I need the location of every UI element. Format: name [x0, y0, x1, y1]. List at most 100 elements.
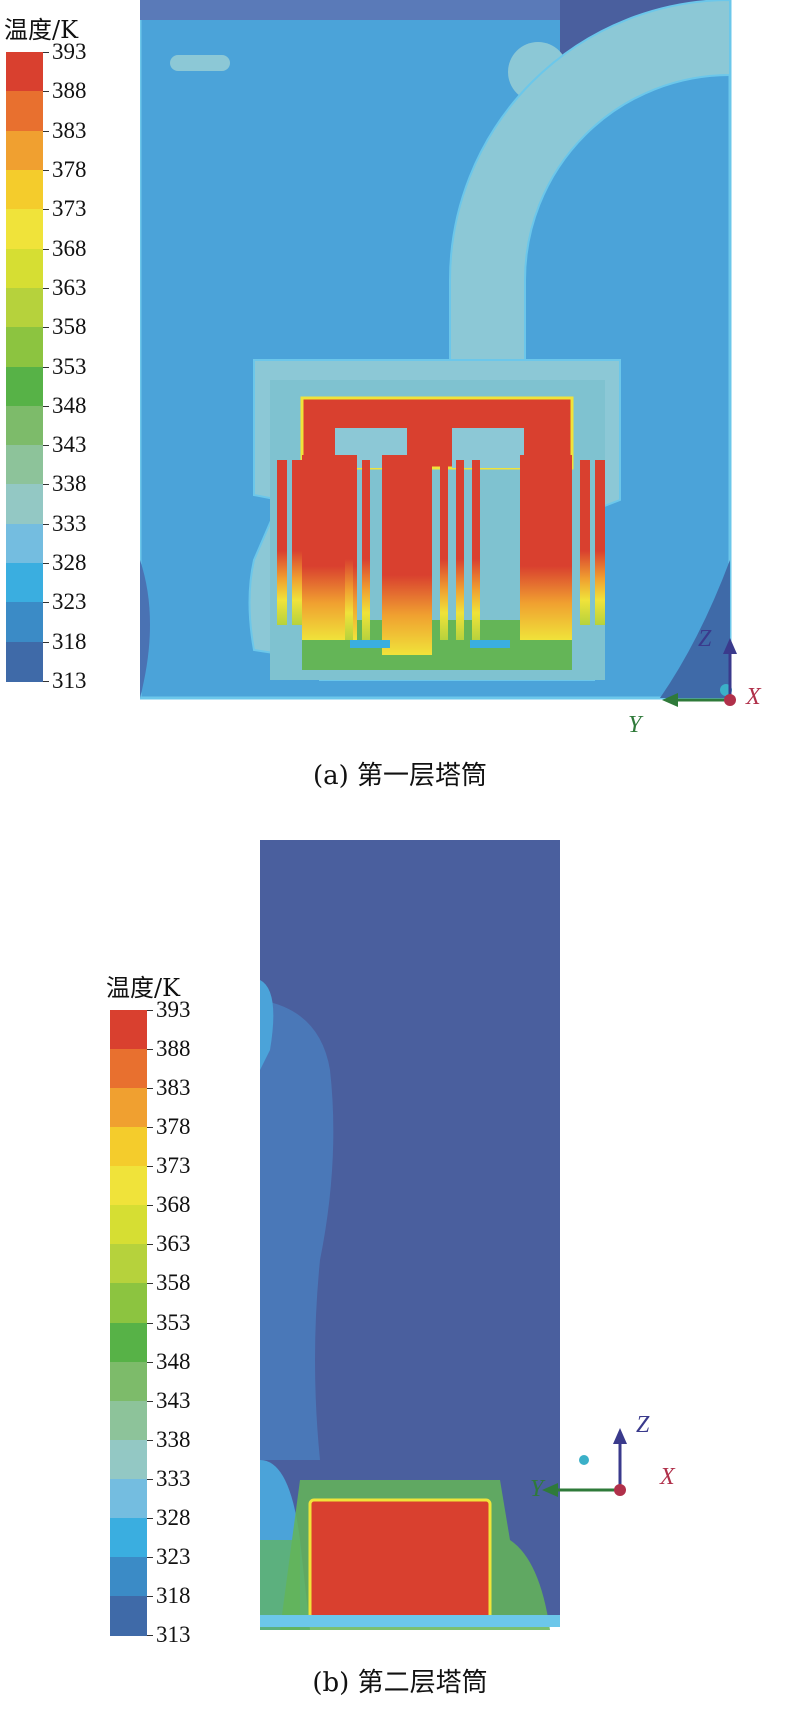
legend-swatch: [6, 445, 43, 486]
legend-tick-label: 388: [156, 1036, 191, 1062]
legend-swatch: [6, 327, 43, 368]
legend-tick-label: 378: [52, 156, 87, 182]
panel-first-layer: 温度/K: [0, 0, 800, 800]
legend-tick: [43, 130, 49, 132]
legend-tick: [43, 52, 49, 53]
axis-triad-a: [662, 638, 737, 707]
legend-tick-label: 348: [52, 392, 87, 418]
legend-swatch: [110, 1517, 147, 1558]
legend-swatch: [110, 1166, 147, 1207]
legend-tick-label: 328: [52, 550, 87, 576]
legend-tick: [43, 445, 49, 447]
legend-tick: [147, 1283, 153, 1285]
legend-tick-label: 318: [156, 1582, 191, 1608]
legend-swatch: [110, 1595, 147, 1636]
legend-swatch: [6, 248, 43, 289]
legend-swatch: [6, 563, 43, 604]
legend-tick: [147, 1361, 153, 1363]
legend-swatch: [6, 523, 43, 564]
legend-title-b: 温度/K: [106, 974, 181, 1002]
legend-title: 温度/K: [4, 16, 79, 44]
caption-a: (a) 第一层塔筒: [312, 761, 488, 791]
legend-swatch: [110, 1205, 147, 1246]
z-axis-label: Z: [698, 626, 712, 652]
legend-tick: [43, 602, 49, 604]
legend-tick-label: 333: [156, 1465, 191, 1491]
legend-tick: [147, 1595, 153, 1597]
legend-tick-label: 358: [156, 1270, 191, 1296]
legend-tick: [43, 681, 49, 682]
legend-swatch: [6, 287, 43, 328]
legend-swatch: [110, 1556, 147, 1597]
legend-tick-label: 378: [156, 1114, 191, 1140]
legend-tick-label: 318: [52, 628, 87, 654]
x-axis-label-b: X: [660, 1464, 675, 1490]
legend-swatch: [110, 1283, 147, 1324]
legend-tick-label: 328: [156, 1504, 191, 1530]
legend-swatch: [110, 1361, 147, 1402]
temperature-field-second-layer: [260, 840, 560, 1630]
legend-swatch: [6, 130, 43, 171]
legend-tick: [147, 1166, 153, 1168]
legend-tick-label: 363: [52, 274, 87, 300]
legend-swatch: [6, 602, 43, 643]
legend-tick-label: 368: [156, 1192, 191, 1218]
legend-tick: [43, 563, 49, 565]
legend-swatch: [110, 1400, 147, 1441]
color-legend: [6, 52, 43, 682]
legend-tick: [147, 1049, 153, 1051]
legend-tick: [43, 327, 49, 329]
legend-tick-label: 323: [52, 589, 87, 615]
legend-tick: [147, 1517, 153, 1519]
legend-tick-label: 338: [52, 471, 87, 497]
legend-swatch: [6, 169, 43, 210]
legend-tick: [43, 248, 49, 250]
legend-tick: [147, 1400, 153, 1402]
legend-tick-label: 343: [156, 1387, 191, 1413]
legend-tick-label: 383: [156, 1075, 191, 1101]
legend-tick: [43, 91, 49, 93]
legend-swatch: [110, 1322, 147, 1363]
legend-swatch: [110, 1478, 147, 1519]
legend-tick: [43, 641, 49, 643]
legend-tick: [147, 1244, 153, 1246]
legend-swatch: [110, 1127, 147, 1168]
legend-tick: [147, 1127, 153, 1129]
legend-tick-label: 353: [156, 1309, 191, 1335]
legend-swatch: [110, 1010, 147, 1050]
legend-tick: [147, 1635, 153, 1636]
legend-tick-label: 313: [156, 1622, 191, 1647]
legend-tick: [147, 1322, 153, 1324]
legend-tick: [43, 523, 49, 525]
y-axis-label: Y: [628, 712, 642, 738]
legend-swatch: [6, 484, 43, 525]
legend-tick: [43, 169, 49, 171]
legend-tick-label: 343: [52, 432, 87, 458]
legend-tick-label: 338: [156, 1426, 191, 1452]
legend-tick: [43, 287, 49, 289]
legend-tick-label: 373: [156, 1153, 191, 1179]
legend-tick: [147, 1088, 153, 1090]
legend-swatch: [6, 52, 43, 92]
legend-swatch: [110, 1088, 147, 1129]
legend-tick-label: 393: [156, 997, 191, 1022]
legend-swatch: [6, 641, 43, 682]
legend-tick: [147, 1010, 153, 1011]
caption-b: (b) 第二层塔筒: [312, 1668, 488, 1698]
legend-tick-label: 353: [52, 353, 87, 379]
legend-tick: [43, 209, 49, 211]
legend-tick-label: 388: [52, 78, 87, 104]
legend-tick-label: 348: [156, 1348, 191, 1374]
legend-tick: [43, 484, 49, 486]
legend-tick-label: 383: [52, 117, 87, 143]
temperature-field-first-layer: [140, 0, 732, 700]
legend-tick: [147, 1478, 153, 1480]
legend-tick-label: 333: [52, 510, 87, 536]
legend-tick: [147, 1205, 153, 1207]
legend-swatch: [6, 366, 43, 407]
z-axis-label-b: Z: [636, 1412, 650, 1438]
legend-tick-label: 373: [52, 196, 87, 222]
legend-swatch: [6, 91, 43, 132]
legend-tick: [147, 1439, 153, 1441]
